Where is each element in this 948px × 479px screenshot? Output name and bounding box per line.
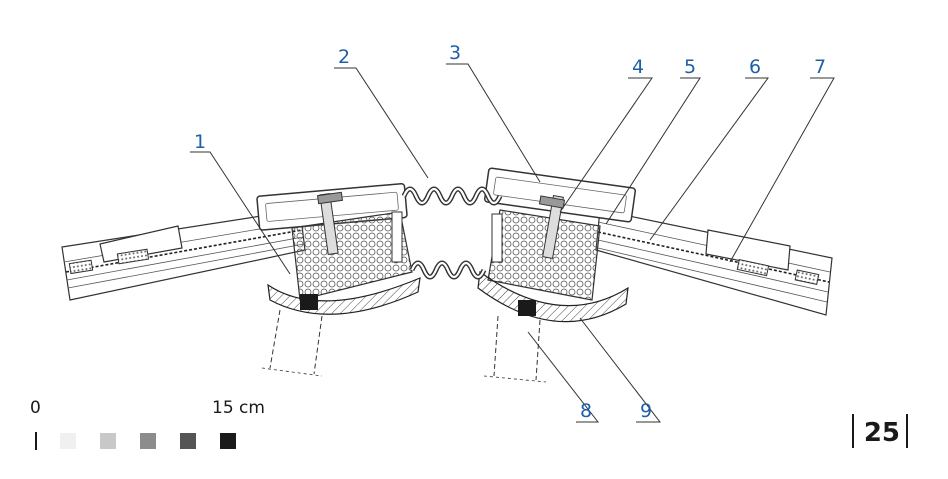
page-number: 25 <box>863 418 900 448</box>
upper-bellows-seal <box>401 186 503 206</box>
scale-swatch-3 <box>140 433 156 449</box>
callout-1: 1 <box>194 131 206 153</box>
callout-7: 7 <box>814 56 826 78</box>
scale-tick <box>35 432 37 450</box>
scale-swatch-1 <box>60 433 76 449</box>
left-roof-panel <box>61 209 306 301</box>
scale-swatch-2 <box>100 433 116 449</box>
lower-bellows-seal <box>409 260 487 280</box>
page-number-left-rule <box>852 414 854 448</box>
right-roof-panel <box>595 209 833 316</box>
callout-4: 4 <box>632 56 644 78</box>
callout-3: 3 <box>449 42 461 64</box>
callout-2: 2 <box>338 46 350 68</box>
scale-swatch-4 <box>180 433 196 449</box>
callout-6: 6 <box>749 56 761 78</box>
callout-9: 9 <box>640 400 652 422</box>
scale-swatch-5 <box>220 433 236 449</box>
callout-labels: 1 2 3 4 5 6 7 8 9 <box>194 42 826 422</box>
right-joint-assembly <box>477 167 637 383</box>
callout-8: 8 <box>580 400 592 422</box>
scale-start-label: 0 <box>30 398 41 418</box>
callout-leaders <box>190 63 835 423</box>
left-joint-assembly <box>256 182 421 377</box>
page-number-right-rule <box>906 414 908 448</box>
scale-end-label: 15 cm <box>212 398 265 418</box>
callout-5: 5 <box>684 56 696 78</box>
